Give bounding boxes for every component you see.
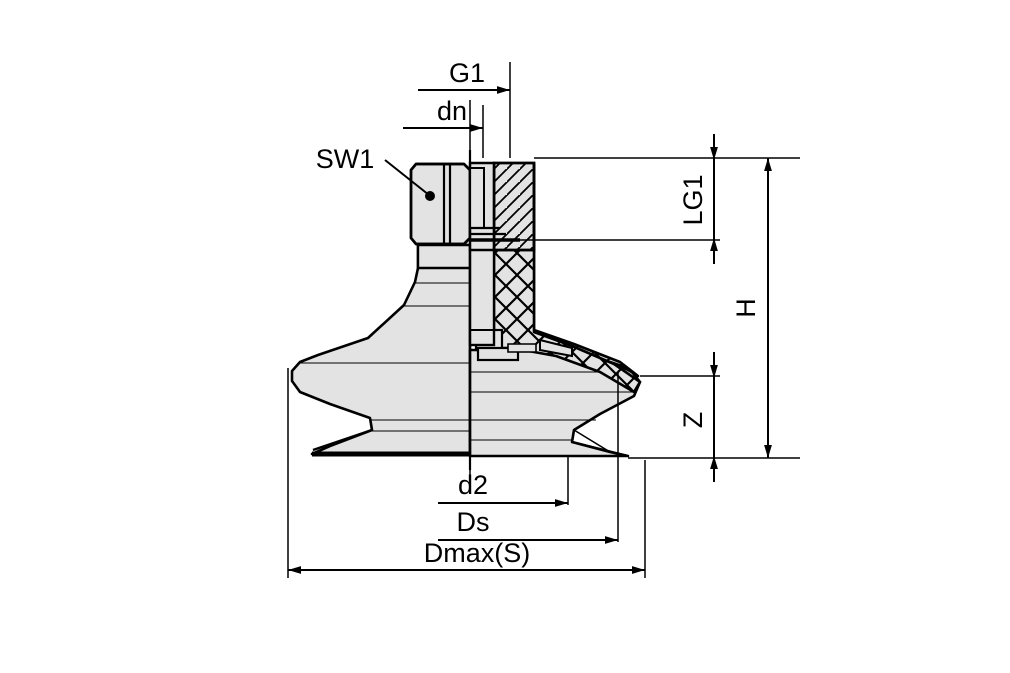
leader-line-sw1 bbox=[384, 159, 430, 196]
dimension-label-d2: d2 bbox=[458, 470, 488, 500]
suction-cup-geometry bbox=[290, 150, 642, 470]
lip-underside-left bbox=[312, 428, 373, 452]
dimension-label-dn: dn bbox=[437, 96, 467, 126]
dimension-h: H bbox=[731, 158, 772, 458]
stem-left bbox=[416, 243, 472, 270]
lip-inner-right bbox=[573, 429, 611, 453]
dimension-label-ds: Ds bbox=[457, 507, 490, 537]
dimension-g1: G1 bbox=[418, 58, 510, 94]
dimension-label-dmax: Dmax(S) bbox=[424, 538, 531, 568]
internal-step-3 bbox=[539, 338, 573, 358]
bore-step-upper bbox=[469, 167, 485, 229]
bellows-left-profile bbox=[290, 243, 472, 456]
threaded-fitting-section bbox=[468, 161, 536, 252]
dimension-dn: dn bbox=[403, 96, 483, 132]
dimension-label-g1: G1 bbox=[449, 58, 485, 88]
extension-lines bbox=[287, 62, 800, 578]
dimension-sw1: SW1 bbox=[316, 144, 435, 201]
dimension-d2: d2 bbox=[438, 470, 568, 507]
hex-nut-body bbox=[409, 162, 472, 246]
dimension-label-lg1: LG1 bbox=[678, 174, 708, 225]
dimension-label-h: H bbox=[731, 298, 761, 318]
fitting-outer-wall bbox=[492, 161, 536, 252]
internal-step-4 bbox=[507, 343, 537, 353]
dimension-ds: Ds bbox=[438, 507, 618, 544]
dimension-label-z: Z bbox=[678, 412, 708, 429]
hex-nut-sw1 bbox=[409, 162, 472, 246]
bellows-outer-view bbox=[290, 243, 472, 457]
dimension-label-sw1: SW1 bbox=[316, 144, 375, 174]
dimension-z: Z bbox=[678, 352, 718, 482]
leader-dot-sw1 bbox=[425, 191, 435, 201]
dimension-dmax: Dmax(S) bbox=[288, 538, 645, 574]
dimension-lg1: LG1 bbox=[678, 134, 718, 264]
